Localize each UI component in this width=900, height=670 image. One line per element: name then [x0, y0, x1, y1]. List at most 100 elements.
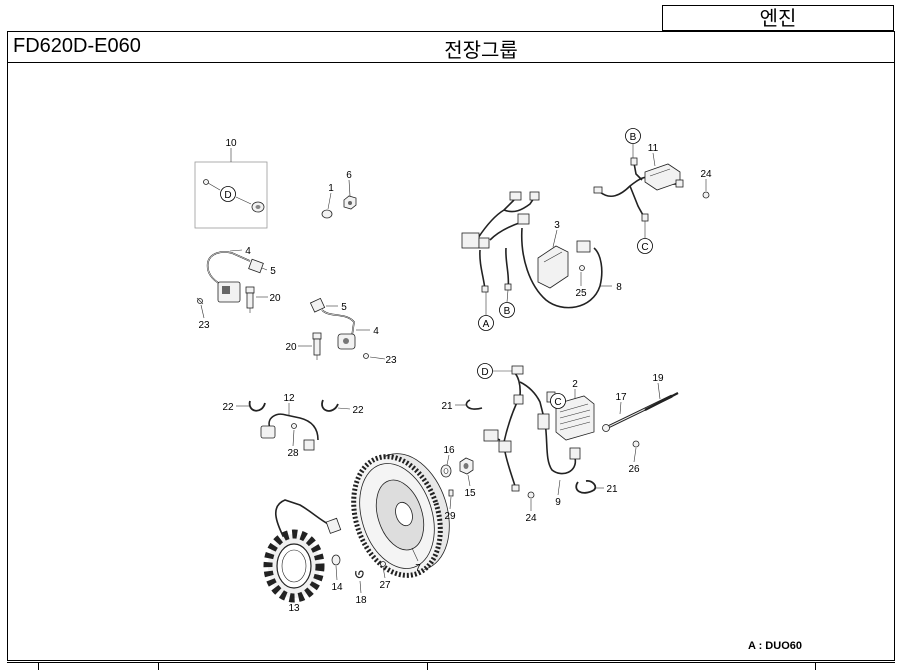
module-11-shape: [702, 191, 710, 199]
column-divider: [158, 663, 159, 670]
diagram-frame: [7, 62, 895, 661]
part-17-bolt-shape: [619, 401, 622, 415]
callout-label: 24: [525, 513, 537, 524]
callout-label: 3: [554, 220, 560, 231]
part-22-clamp-left-shape: [248, 400, 266, 412]
callout-label: 9: [555, 497, 561, 508]
marker-b-upper: B: [625, 128, 641, 144]
module-11-shape: [649, 168, 671, 177]
part-21-clamp-right-shape: [575, 480, 597, 494]
part-17-bolt-shape: [602, 424, 610, 432]
part-10-kit-shape: [235, 196, 252, 205]
callout-label: 7: [415, 563, 421, 574]
part-6-sensor-shape: [348, 201, 352, 205]
marker-d-lower-label: D: [481, 367, 488, 378]
marker-c-lower-shape: [550, 393, 566, 409]
callout-label: 10: [225, 138, 237, 149]
part-2-regulator-shape: [559, 415, 591, 425]
callout-label: 8: [616, 282, 622, 293]
part-18-clip-shape: [359, 580, 362, 594]
marker-leaders-shape: [506, 289, 509, 303]
marker-c-lower-label: C: [554, 397, 561, 408]
part-22-clamp-right-shape: [337, 407, 351, 410]
callout-label: 17: [615, 392, 627, 403]
wiring-harness-9-shape: [498, 440, 512, 453]
callout-labels: 10 1 6 4 5 20 23 5 4 20 23 11 24 3 25 8 …: [198, 138, 712, 614]
callout-label: 21: [441, 401, 453, 412]
ignition-coil-set-upper-shape: [207, 251, 251, 286]
marker-a-shape: [478, 315, 494, 331]
part-14-washer-shape: [331, 554, 341, 566]
part-2-regulator-shape: [559, 421, 591, 431]
footnote: A : DUO60: [748, 640, 802, 652]
part-13-stator: [263, 499, 342, 603]
module-11-shape: [641, 213, 649, 222]
wiring-harness-8-shape: [517, 213, 530, 225]
wiring-harness-8-shape: [461, 232, 480, 249]
module-11-shape: [644, 163, 681, 191]
callout-label: 6: [346, 170, 352, 181]
marker-c-upper-label: C: [641, 242, 648, 253]
part-16-washer-shape: [443, 468, 449, 474]
wiring-harness-8-shape: [478, 237, 490, 249]
callout-label: 20: [285, 342, 297, 353]
wiring-harness-9-shape: [537, 413, 550, 430]
wiring-harness-9: [483, 365, 581, 511]
wiring-harness-9-shape: [513, 371, 521, 397]
ignition-coil-set-upper: [196, 249, 268, 319]
part-13-stator-shape: [275, 499, 331, 539]
callout-label: 18: [355, 595, 367, 606]
wiring-harness-12-shape: [260, 425, 276, 439]
page-title: 전장그룹: [444, 38, 518, 62]
group-label: 엔진: [662, 5, 894, 31]
callout-label: 20: [269, 293, 281, 304]
column-divider: [38, 663, 39, 670]
part-7-flywheel: [351, 453, 450, 578]
wiring-harness-8-shape: [543, 251, 563, 263]
part-19-rod-shape: [657, 382, 661, 400]
wiring-harness-8-shape: [529, 191, 540, 201]
part-26-screw-shape: [633, 447, 637, 463]
part-22-clamp-right-shape: [321, 399, 339, 412]
callout-label: 5: [270, 266, 276, 277]
ignition-coil-set-lower: [298, 297, 386, 360]
ignition-coil-set-lower-shape: [312, 332, 322, 340]
ignition-coil-set-upper-shape: [229, 249, 243, 252]
callout-label: 25: [575, 288, 587, 299]
part-2-regulator-shape: [555, 395, 595, 441]
part-7-flywheel-shape: [359, 463, 435, 569]
part-29-pin-shape: [448, 489, 454, 497]
part-15-nut-shape: [463, 463, 469, 469]
ignition-coil-set-lower-shape: [343, 338, 349, 344]
wiring-harness-9-shape: [504, 451, 516, 487]
callout-label: 13: [288, 603, 300, 614]
marker-d-kit: D: [220, 186, 236, 202]
callout-label: 28: [287, 448, 299, 459]
wiring-harness-12-shape: [303, 439, 315, 451]
column-divider: [427, 663, 428, 670]
part-19-rod-shape: [644, 392, 679, 411]
part-14-washer: [331, 554, 341, 581]
title-row: FD620D-E060 전장그룹: [7, 31, 895, 63]
marker-d-lower: D: [477, 363, 493, 379]
marker-b-lower-shape: [499, 302, 515, 318]
wiring-harness-8-shape: [504, 283, 512, 291]
ignition-coil-set-upper-shape: [200, 304, 205, 319]
callout-label: 15: [464, 488, 476, 499]
wiring-harness-8-shape: [509, 191, 522, 201]
ignition-coil-set-lower-shape: [321, 309, 355, 337]
wiring-harness-9-shape: [557, 479, 561, 496]
callout-label: 26: [628, 464, 640, 475]
wiring-harness-8-shape: [552, 229, 558, 248]
wiring-harness-9-shape: [511, 484, 520, 492]
part-27-screw-shape: [380, 561, 386, 567]
part-27-screw: [380, 561, 386, 579]
part-22-clamp-right: [321, 399, 351, 412]
wiring-harness-12: [260, 403, 319, 451]
marker-b-upper-shape: [625, 128, 641, 144]
wiring-harness-9-shape: [569, 447, 581, 460]
marker-c-lower: C: [550, 393, 566, 409]
wiring-harness-8: [461, 191, 612, 309]
wiring-harness-8-shape: [537, 245, 569, 289]
